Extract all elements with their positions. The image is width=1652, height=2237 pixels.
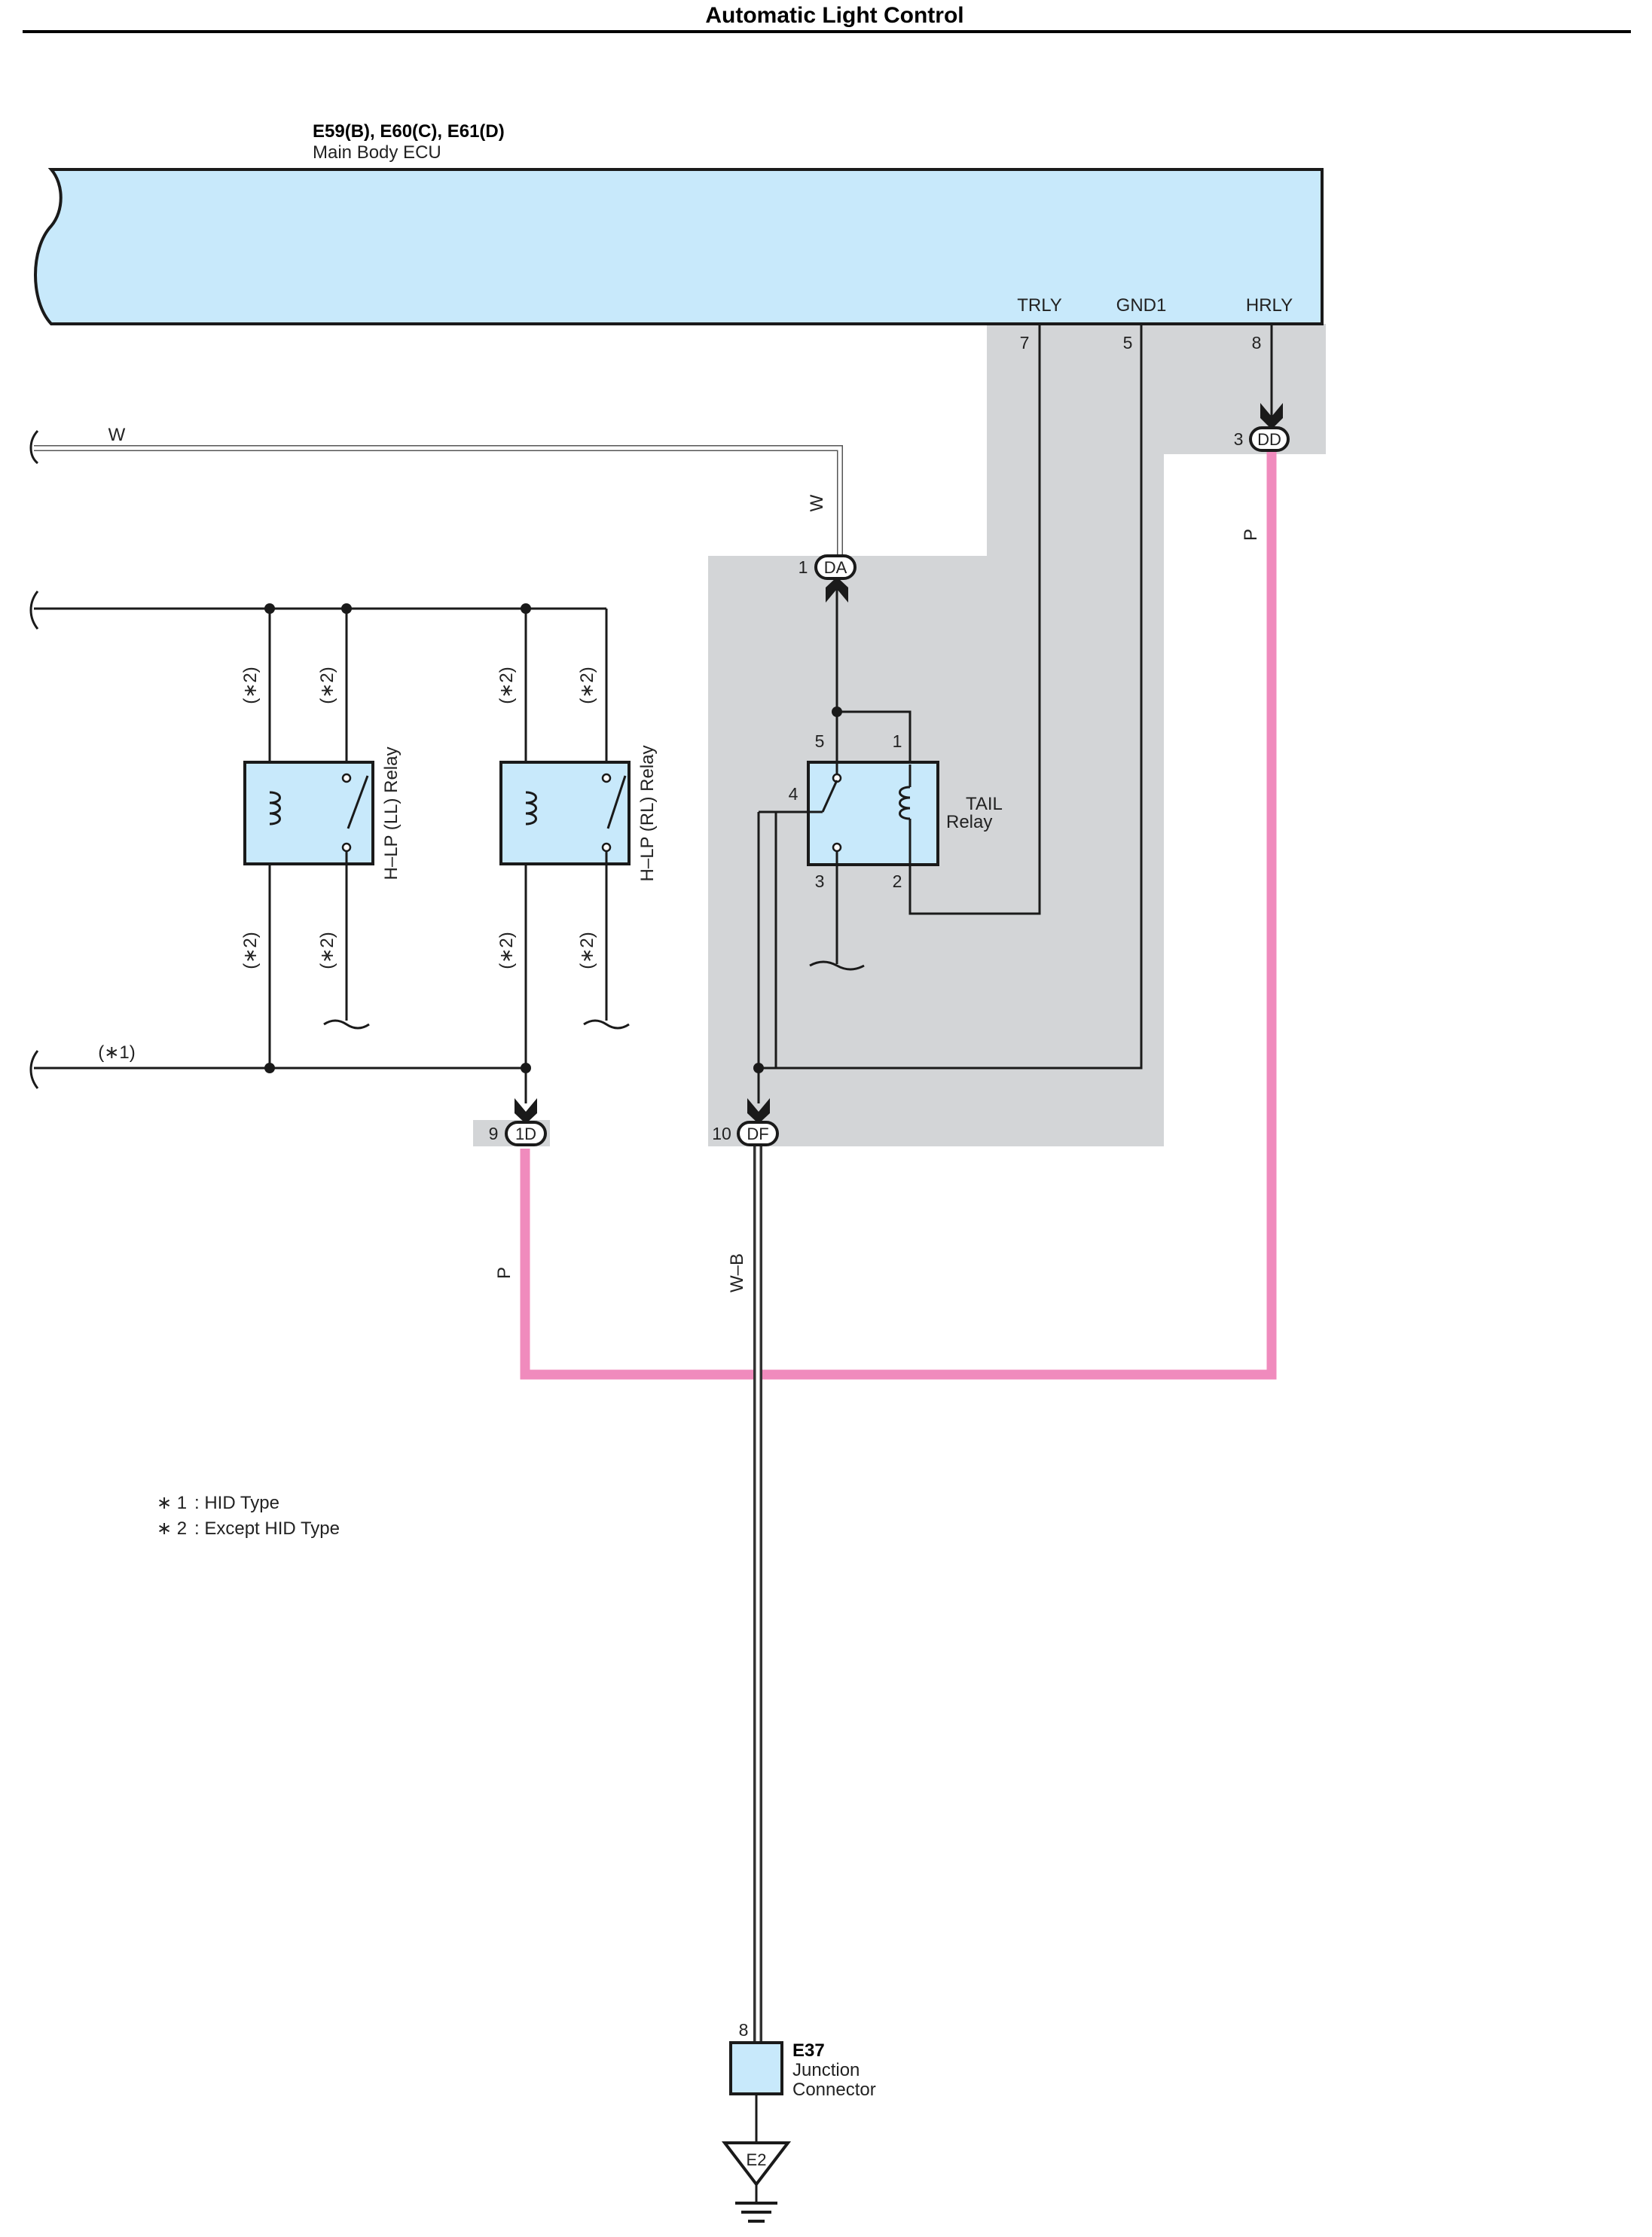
- connector-1d-pin: 9: [489, 1124, 499, 1143]
- relay-switch-icon: [347, 775, 369, 829]
- variant-tag: (∗2): [577, 667, 597, 703]
- hlp-ll-relay-label: H–LP (LL) Relay: [381, 747, 402, 880]
- variant-tag: (∗2): [240, 667, 261, 703]
- tail-relay-pin-3: 3: [815, 871, 825, 891]
- tail-relay-label-1: TAIL: [966, 794, 1003, 814]
- junction-connector-e37: [729, 2041, 783, 2095]
- variant-tag: (∗2): [496, 932, 517, 969]
- arrow-icon: [826, 577, 848, 603]
- ecu-terminal-trly: TRLY: [1017, 295, 1062, 316]
- connector-dd: [1249, 426, 1290, 452]
- ecu-name: Main Body ECU: [313, 142, 441, 163]
- connector-dd-code: DD: [1257, 430, 1281, 449]
- tail-relay-pin-1: 1: [893, 731, 902, 751]
- arrow-icon: [1260, 403, 1283, 429]
- relay-coil-icon: [899, 786, 911, 820]
- ecu-terminal-hrly: HRLY: [1246, 295, 1293, 316]
- arrow-icon: [747, 1098, 770, 1124]
- ground-point-e2: [721, 2141, 792, 2187]
- ecu-pin-trly: 7: [1020, 333, 1030, 352]
- ecu-shade-region: [708, 324, 1326, 1146]
- relay-coil-icon: [525, 791, 537, 826]
- variant-tag-hid: (∗1): [98, 1042, 135, 1063]
- relay-switch-icon: [821, 780, 838, 813]
- wire-p-left-label: P: [494, 1267, 515, 1279]
- connector-df-pin: 10: [712, 1124, 731, 1143]
- tail-relay-pin-4: 4: [789, 784, 799, 804]
- variant-tag: (∗2): [577, 932, 597, 969]
- wire-w: [34, 445, 843, 557]
- junction-line-2: Connector: [792, 2080, 876, 2100]
- variant-tag: (∗2): [317, 932, 337, 969]
- wire-break-icon: [29, 591, 39, 630]
- tail-relay-label-2: Relay: [946, 812, 992, 832]
- tail-relay-pin-2: 2: [893, 871, 902, 891]
- wire-trly: [908, 324, 1041, 915]
- connector-df: [737, 1121, 779, 1146]
- note-text-2: : Except HID Type: [194, 1518, 340, 1539]
- ecu-pin-hrly: 8: [1252, 333, 1262, 352]
- junction-pin: 8: [739, 2020, 749, 2040]
- ecu-connector-codes: E59(B), E60(C), E61(D): [313, 121, 505, 142]
- ecu-pin-gnd1: 5: [1123, 333, 1133, 352]
- wire-break-icon: [29, 429, 39, 465]
- note-text-1: : HID Type: [194, 1493, 279, 1513]
- tail-relay: [807, 761, 939, 866]
- relay-coil-icon: [269, 791, 281, 826]
- hlp-ll-relay: [243, 761, 374, 865]
- hlp-rl-relay-label: H–LP (RL) Relay: [637, 746, 658, 882]
- junction-code: E37: [792, 2040, 825, 2061]
- wire-w-top-label: W: [108, 425, 126, 445]
- connector-da-code: DA: [824, 558, 847, 577]
- main-body-ecu-block: [34, 168, 1324, 325]
- ground-break-icon: [323, 1019, 370, 1030]
- note-key-2: ∗ 2: [157, 1518, 187, 1539]
- connector-dd-pin: 3: [1234, 429, 1244, 449]
- junction-line-1: Junction: [792, 2060, 860, 2080]
- ground-break-icon: [583, 1019, 630, 1030]
- wire-w-vertical-label: W: [807, 494, 827, 511]
- diagram-title: Automatic Light Control: [705, 3, 963, 28]
- ground-break-icon: [809, 960, 865, 971]
- variant-tag: (∗2): [317, 667, 337, 703]
- ecu-terminal-gnd1: GND1: [1116, 295, 1167, 316]
- wire-p-pink: [520, 452, 1277, 1380]
- wire-wb-label: W–B: [727, 1253, 747, 1292]
- connector-df-code: DF: [747, 1125, 768, 1143]
- wire-break-icon: [29, 1050, 39, 1089]
- connector-1d: [505, 1121, 547, 1146]
- wire-gnd1: [759, 324, 1143, 1070]
- variant-tag: (∗2): [240, 932, 261, 969]
- arrow-icon: [515, 1098, 537, 1124]
- ground-code: E2: [747, 2150, 767, 2169]
- note-key-1: ∗ 1: [157, 1493, 187, 1513]
- tail-relay-pin-5: 5: [815, 731, 825, 751]
- wire-p-right-label: P: [1241, 529, 1261, 541]
- connector-1d-code: 1D: [515, 1125, 536, 1143]
- variant-tag: (∗2): [496, 667, 517, 703]
- relay-switch-icon: [606, 775, 627, 829]
- connector-da-pin: 1: [799, 557, 808, 577]
